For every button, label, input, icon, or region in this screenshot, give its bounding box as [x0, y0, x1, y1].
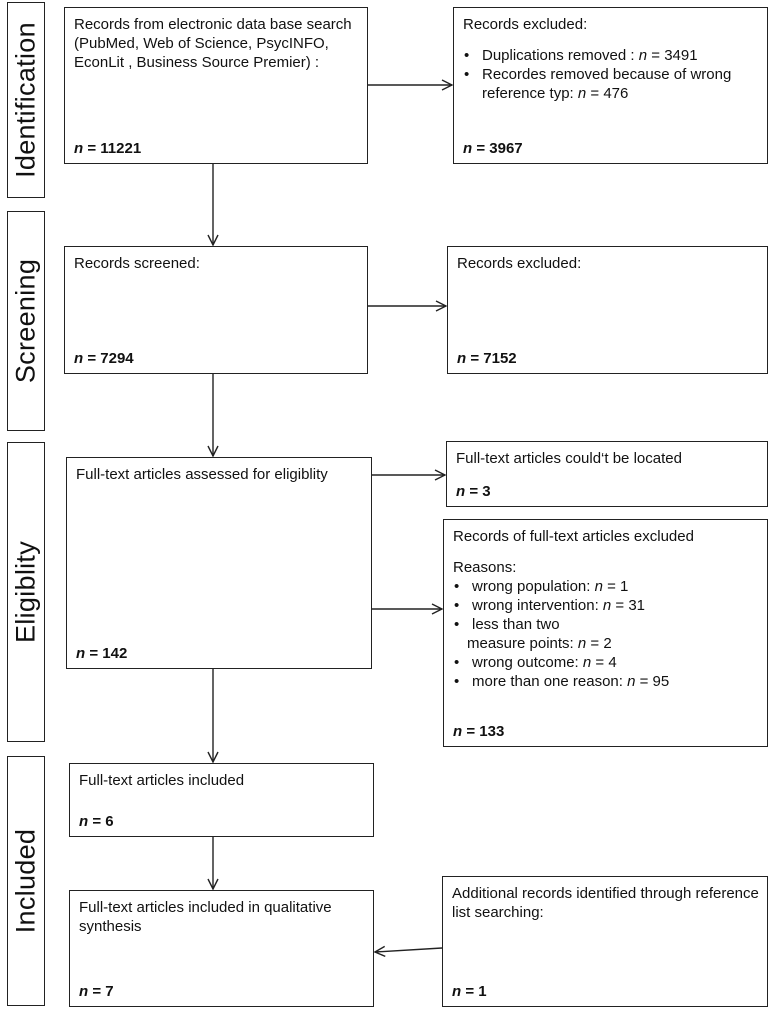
fulltext-excluded-count: n = 133 — [453, 723, 505, 740]
additional-records-n: 1 — [478, 983, 487, 1000]
records-search-count: n = 11221 — [74, 140, 142, 157]
box-fulltext-included: Full-text articles included n = 6 — [69, 763, 374, 837]
n-symbol: n — [457, 350, 467, 367]
records-excluded-2-n: 7152 — [483, 350, 517, 367]
records-screened-count: n = 7294 — [74, 350, 134, 367]
n-symbol: n — [74, 350, 84, 367]
list-item: more than one reason: n = 95 — [453, 672, 761, 691]
phase-screening: Screening — [7, 211, 45, 431]
records-excluded-2-text: Records excluded: — [457, 255, 582, 272]
n-symbol: n — [74, 140, 84, 157]
n-symbol: n — [456, 483, 466, 500]
n-symbol: n — [79, 813, 89, 830]
fulltext-excluded-reasons: wrong population: n = 1 wrong interventi… — [453, 577, 761, 691]
fulltext-included-n: 6 — [105, 813, 114, 830]
box-fulltext-not-located: Full-text articles could‘t be located n … — [446, 441, 768, 507]
records-search-n: 11221 — [100, 140, 142, 157]
records-excluded-1-list: Duplications removed : n = 3491 Recordes… — [463, 46, 761, 103]
box-qualitative-synthesis: Full-text articles included in qualitati… — [69, 890, 374, 1007]
qualitative-synthesis-text: Full-text articles included in qualitati… — [79, 899, 332, 935]
box-records-excluded-screening: Records excluded: n = 7152 — [447, 246, 768, 374]
n-symbol: n — [452, 983, 462, 1000]
arrow-additional-to-synthesis — [375, 948, 443, 952]
list-item: wrong population: n = 1 — [453, 577, 761, 596]
phase-identification: Identification — [7, 2, 45, 198]
n-symbol: n — [463, 140, 473, 157]
records-excluded-1-n: 3967 — [489, 140, 523, 157]
list-item: Recordes removed because of wrong refere… — [463, 65, 761, 103]
n-symbol: n — [76, 645, 86, 662]
fulltext-excluded-reasons-label: Reasons: — [453, 559, 517, 576]
fulltext-not-located-n: 3 — [482, 483, 491, 500]
box-records-excluded-duplicates: Records excluded: Duplications removed :… — [453, 7, 768, 164]
list-item: less than two — [453, 615, 761, 634]
records-excluded-1-count: n = 3967 — [463, 140, 523, 157]
qualitative-synthesis-count: n = 7 — [79, 983, 114, 1000]
list-item: wrong outcome: n = 4 — [453, 653, 761, 672]
list-item: wrong intervention: n = 31 — [453, 596, 761, 615]
fulltext-not-located-text: Full-text articles could‘t be located — [456, 450, 682, 467]
qualitative-synthesis-n: 7 — [105, 983, 114, 1000]
additional-records-text: Additional records identified through re… — [452, 885, 759, 921]
box-fulltext-assessed: Full-text articles assessed for eligibli… — [66, 457, 372, 669]
fulltext-included-text: Full-text articles included — [79, 772, 245, 789]
list-item-continuation: measure points: n = 2 — [467, 635, 612, 652]
fulltext-assessed-n: 142 — [102, 645, 128, 662]
additional-records-count: n = 1 — [452, 983, 487, 1000]
box-records-search: Records from electronic data base search… — [64, 7, 368, 164]
fulltext-excluded-n: 133 — [479, 723, 505, 740]
fulltext-excluded-title: Records of full-text articles excluded — [453, 528, 694, 545]
records-screened-text: Records screened: — [74, 255, 200, 272]
n-symbol: n — [453, 723, 463, 740]
box-fulltext-excluded: Records of full-text articles excluded R… — [443, 519, 768, 747]
list-item: Duplications removed : n = 3491 — [463, 46, 761, 65]
records-excluded-1-title: Records excluded: — [463, 16, 588, 33]
fulltext-assessed-count: n = 142 — [76, 645, 128, 662]
fulltext-assessed-text: Full-text articles assessed for eligibli… — [76, 466, 328, 483]
records-screened-n: 7294 — [100, 350, 134, 367]
phase-eligibility: Eligiblity — [7, 442, 45, 742]
box-records-screened: Records screened: n = 7294 — [64, 246, 368, 374]
records-search-text: Records from electronic data base search… — [74, 16, 352, 71]
phase-included: Included — [7, 756, 45, 1006]
records-excluded-2-count: n = 7152 — [457, 350, 517, 367]
box-additional-records: Additional records identified through re… — [442, 876, 768, 1007]
n-symbol: n — [79, 983, 89, 1000]
fulltext-included-count: n = 6 — [79, 813, 114, 830]
fulltext-not-located-count: n = 3 — [456, 483, 491, 500]
